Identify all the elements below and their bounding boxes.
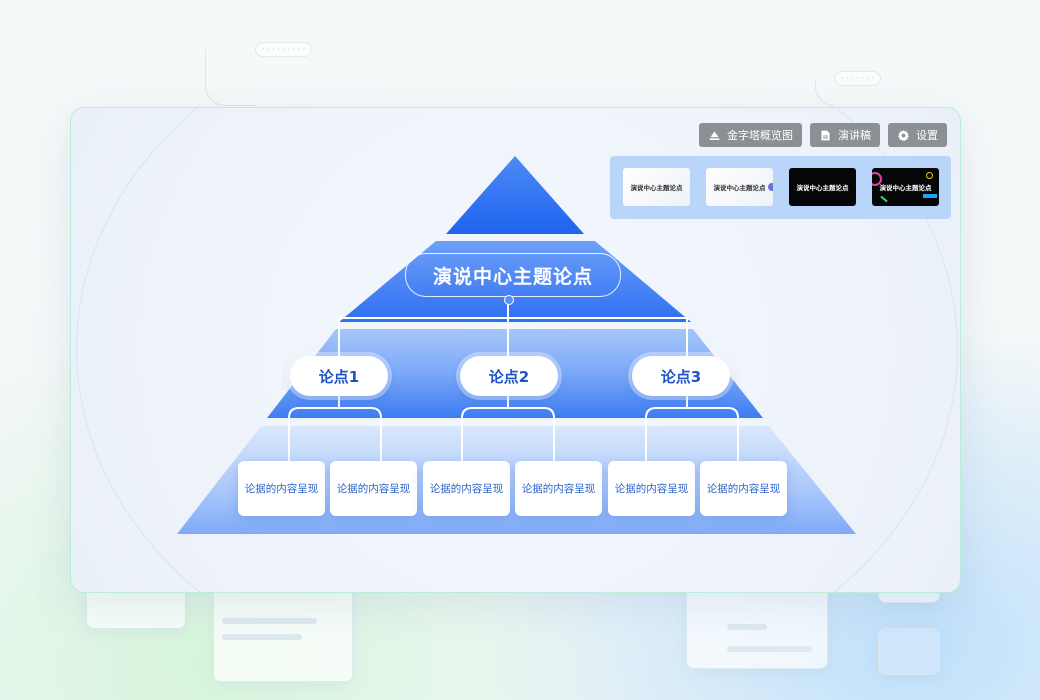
pyramid-tier-apex bbox=[446, 156, 584, 234]
bg-tag: · · · · · · · bbox=[834, 71, 882, 86]
point-node-3[interactable]: 论点3 bbox=[632, 356, 730, 396]
decor-ring bbox=[926, 172, 933, 179]
pyramid-icon bbox=[709, 130, 720, 140]
pyramid-shape bbox=[177, 156, 856, 534]
settings-label: 设置 bbox=[916, 129, 938, 142]
pyramid-overview-button[interactable]: 金字塔概览图 bbox=[699, 123, 802, 147]
bg-tag: · · · · · · · · · bbox=[255, 42, 313, 57]
pyramid-diagram: 演说中心主题论点 论点1 论点2 论点3 论据的内容呈现 论据的内容呈现 论据的… bbox=[71, 108, 960, 592]
point-node-1[interactable]: 论点1 bbox=[290, 356, 388, 396]
bg-connector bbox=[815, 80, 834, 106]
decor-bar bbox=[923, 194, 937, 198]
document-icon bbox=[821, 130, 830, 140]
template-selector: 演说中心主题论点 演说中心主题论点 演说中心主题论点 演说中心主题论点 bbox=[610, 156, 951, 219]
speech-script-label: 演讲稿 bbox=[838, 129, 871, 142]
evidence-card-3[interactable]: 论据的内容呈现 bbox=[423, 461, 510, 516]
template-label: 演说中心主题论点 bbox=[879, 184, 932, 192]
topic-connector-dot bbox=[504, 295, 514, 305]
speech-script-button[interactable]: 演讲稿 bbox=[810, 123, 880, 147]
decor-dot bbox=[768, 183, 773, 191]
template-label: 演说中心主题论点 bbox=[713, 184, 766, 192]
decor-ring bbox=[872, 172, 882, 186]
template-thumbnail[interactable]: 演说中心主题论点 bbox=[872, 168, 939, 206]
evidence-card-5[interactable]: 论据的内容呈现 bbox=[608, 461, 695, 516]
template-label: 演说中心主题论点 bbox=[630, 184, 683, 192]
evidence-card-4[interactable]: 论据的内容呈现 bbox=[515, 461, 602, 516]
evidence-card-1[interactable]: 论据的内容呈现 bbox=[238, 461, 325, 516]
template-thumbnail[interactable]: 演说中心主题论点 bbox=[706, 168, 773, 206]
settings-button[interactable]: 设置 bbox=[888, 123, 947, 147]
connector-lines bbox=[288, 303, 739, 461]
toolbar: 金字塔概览图 演讲稿 设置 bbox=[699, 123, 947, 147]
template-thumbnail[interactable]: 演说中心主题论点 bbox=[789, 168, 856, 206]
app-window: 金字塔概览图 演讲稿 设置 演说中心主题论点 演说中心主题论点 演说中心主题论点… bbox=[70, 107, 961, 593]
bg-connector bbox=[205, 50, 256, 106]
evidence-card-2[interactable]: 论据的内容呈现 bbox=[330, 461, 417, 516]
point-node-2[interactable]: 论点2 bbox=[460, 356, 558, 396]
gear-icon bbox=[897, 129, 910, 141]
evidence-card-6[interactable]: 论据的内容呈现 bbox=[700, 461, 787, 516]
template-label: 演说中心主题论点 bbox=[796, 184, 849, 192]
bg-card bbox=[686, 585, 828, 669]
bg-card bbox=[878, 628, 940, 675]
template-thumbnail[interactable]: 演说中心主题论点 bbox=[623, 168, 690, 206]
bg-card bbox=[213, 585, 353, 682]
central-topic[interactable]: 演说中心主题论点 bbox=[405, 253, 621, 297]
pyramid-overview-label: 金字塔概览图 bbox=[727, 129, 793, 142]
